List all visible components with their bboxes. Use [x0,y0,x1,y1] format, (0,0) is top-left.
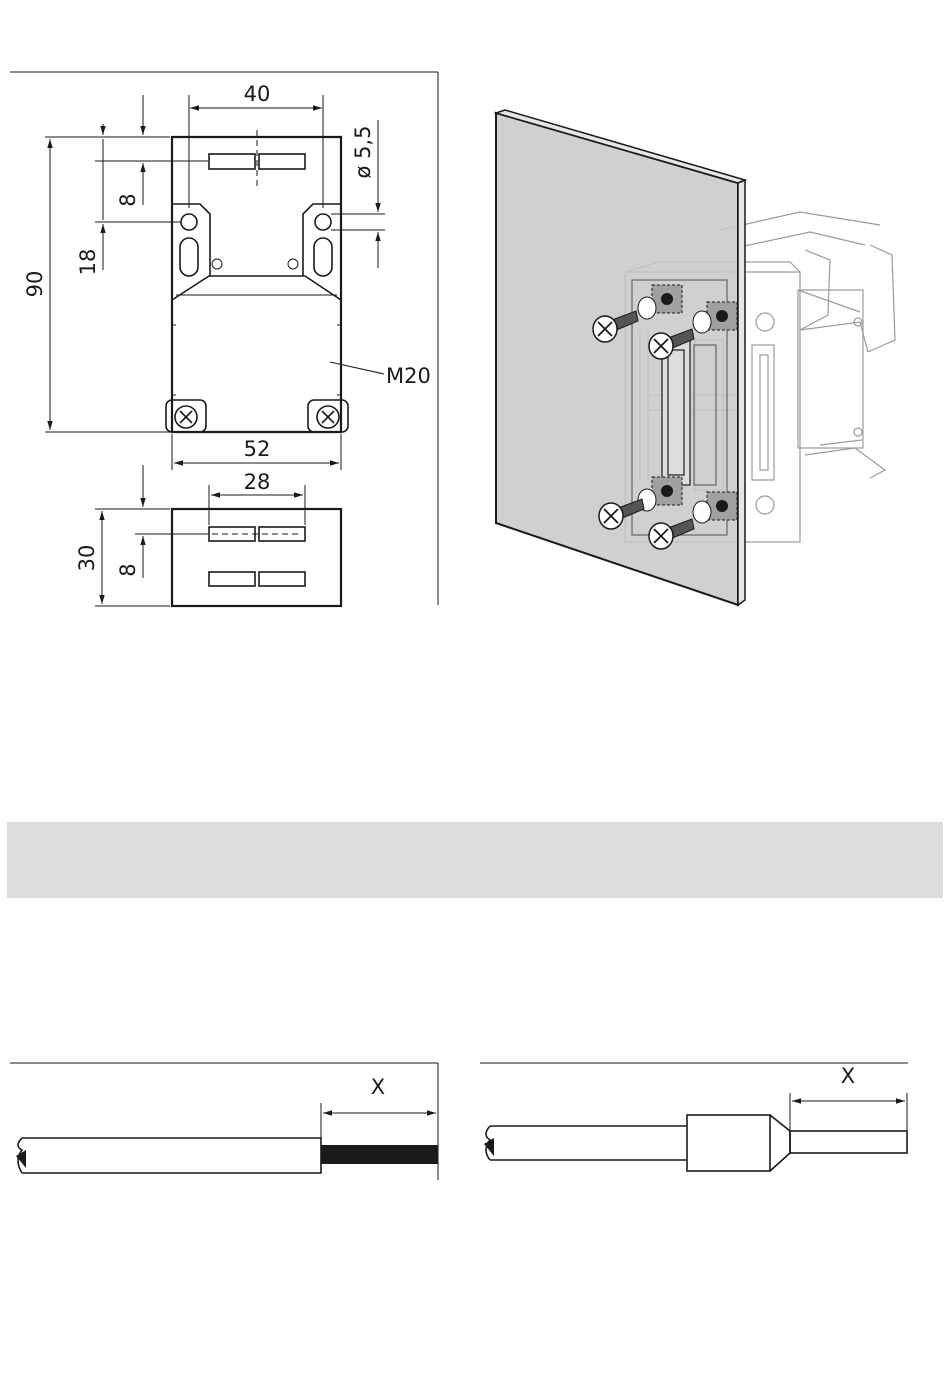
wire-insulation [22,1138,321,1173]
dim-width-top: 40 [244,82,271,106]
actuator-slot-bottom-right [259,572,305,586]
pin-right [288,259,298,269]
front-view: 40 90 8 18 ø 5,5 M20 52 [10,72,438,605]
dim-width-base: 52 [244,437,271,461]
wire-insulation-right [490,1126,687,1160]
actuator-slot-right [259,154,305,169]
slot-left [180,238,198,276]
slot-right [314,238,332,276]
wire-strip-left: X [10,1063,438,1180]
label-thread: M20 [386,364,431,388]
actuator-slot-bottom-left [209,572,255,586]
ferrule-collar [687,1115,770,1171]
actuator-view: 28 30 8 [75,465,341,606]
dim-height-total: 90 [23,271,47,298]
mount-hole-left [181,214,197,230]
dim-offset-top: 8 [116,193,140,206]
dim-width-actuator: 28 [244,470,271,494]
dim-strip-length-right: X [841,1064,855,1088]
mount-hole-right [315,214,331,230]
bare-conductor [321,1145,438,1164]
dim-strip-length-left: X [371,1075,385,1099]
ferrule-sleeve [790,1131,907,1153]
dim-actuator-offset: 8 [116,563,140,576]
dim-actuator-height: 30 [75,545,99,572]
actuator-outline [172,509,341,606]
head-separation-line [172,276,341,300]
dim-offset-holes: 18 [76,249,100,276]
pin-left [212,259,222,269]
actuator-slot-left [209,154,255,169]
dim-hole-diameter: ø 5,5 [351,126,375,179]
mounting-panel [496,113,738,605]
isometric-mounting-view [496,110,895,605]
wire-strip-right: X [480,1063,908,1171]
